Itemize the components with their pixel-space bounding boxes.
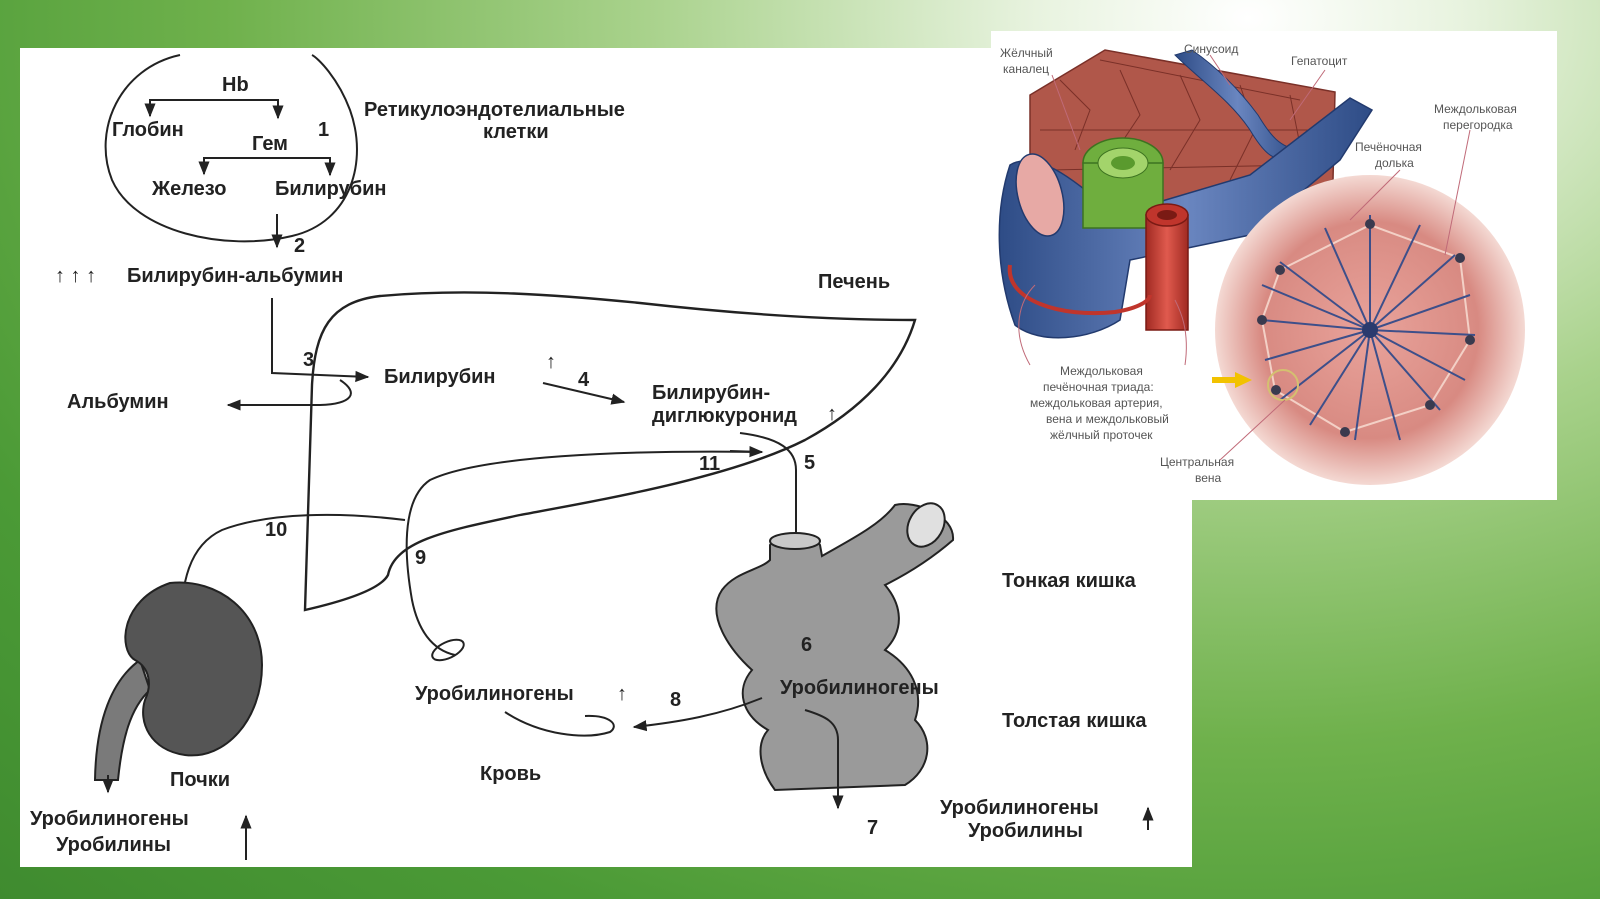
bilirubin-diglucuronide-line2: диглюкуронид — [652, 405, 797, 427]
step-8-number: 8 — [670, 689, 681, 711]
step-7-arrow — [804, 709, 844, 810]
step-7-number: 7 — [867, 817, 878, 839]
hepatic-artery-lumen — [1157, 210, 1177, 220]
septum-label-1: Междольковая — [1434, 102, 1517, 116]
inset-leader-lines — [1018, 54, 1471, 461]
lobule-radial-sinusoids — [1261, 215, 1476, 441]
heme-label: Гем — [252, 133, 288, 155]
blood-loop-coil — [504, 711, 615, 737]
heme-split-line — [203, 157, 336, 177]
urine-urobilins-label: Уробилины — [56, 834, 171, 856]
kidney-shape — [124, 581, 264, 757]
step-10-number: 10 — [265, 519, 287, 541]
hb-split-line — [149, 99, 284, 120]
triad-label-2: печёночная триада: — [1043, 380, 1154, 394]
duodenum-opening — [769, 532, 821, 550]
portal-triads — [1257, 219, 1475, 437]
lobule-label-1: Печёночная — [1355, 140, 1422, 154]
urine-urobilinogens-label: Уробилиногены — [30, 808, 189, 830]
albumin-label: Альбумин — [67, 391, 169, 413]
bilirubin-diglucuronide-up-arrow: ↑ — [827, 403, 837, 425]
step-5-arrow — [739, 432, 802, 574]
rec-title-line2: клетки — [483, 121, 549, 143]
feces-urobilinogens-label: Уробилиногены — [940, 797, 1099, 819]
hb-label: Hb — [222, 74, 249, 96]
rec-title-line1: Ретикулоэндотелиальные — [364, 99, 625, 121]
triad-label-3: междольковая артерия, — [1030, 396, 1163, 410]
step-11-number: 11 — [699, 453, 720, 475]
small-intestine-label: Тонкая кишка — [1002, 570, 1137, 592]
yellow-pointer-arrow — [1212, 372, 1252, 388]
step-4-arrow — [542, 382, 626, 405]
bile-canaliculus-label-1: Жёлчный — [1000, 46, 1053, 60]
central-vein-label-2: вена — [1195, 471, 1222, 485]
triad-label-5: жёлчный проточек — [1050, 428, 1153, 442]
liver-outline — [303, 291, 917, 612]
iron-label: Железо — [151, 178, 226, 200]
step-8-arrow — [632, 697, 763, 732]
triple-up-arrows: ↑ ↑ ↑ — [55, 265, 96, 287]
urobilinogens-blood-up-arrow: ↑ — [617, 683, 627, 705]
step-1-number: 1 — [318, 119, 329, 141]
step-11-and-9-loop — [405, 450, 763, 656]
globin-label: Глобин — [112, 119, 184, 141]
bilirubin-rec-label: Билирубин — [275, 178, 386, 200]
artery-branch-ring — [1007, 264, 1152, 316]
urobilinogens-gut-label: Уробилиногены — [780, 677, 939, 699]
step-3-number: 3 — [303, 349, 314, 371]
albumin-return-arrow — [226, 379, 352, 411]
bilirubin-albumin-label: Билирубин-альбумин — [127, 265, 343, 287]
reticuloendothelial-cell-outline — [104, 54, 358, 243]
blood-label: Кровь — [480, 763, 541, 785]
step-2-number: 2 — [294, 235, 305, 257]
bilirubin-liver-label: Билирубин — [384, 366, 495, 388]
vein-lumen — [1015, 153, 1065, 237]
bilirubin-liver-up-arrow: ↑ — [546, 351, 556, 373]
step-11-arrowhead — [729, 446, 764, 458]
liver-lobule-illustration — [998, 49, 1525, 485]
urobilinogens-blood-label: Уробилиногены — [415, 683, 574, 705]
step-6-number: 6 — [801, 634, 812, 656]
step-5-number: 5 — [804, 452, 815, 474]
triad-highlight-circle — [1267, 369, 1299, 401]
liver-label: Печень — [818, 271, 890, 293]
bile-duct-core — [1111, 156, 1135, 170]
intestine-shape — [715, 503, 955, 792]
lobule-label-2: долька — [1375, 156, 1414, 170]
portal-loop-coil — [431, 638, 465, 662]
sinusoid-label: Синусоид — [1184, 42, 1238, 56]
feces-urobilins-label: Уробилины — [968, 820, 1083, 842]
step-9-number: 9 — [415, 547, 426, 569]
ureter-shape — [93, 658, 152, 781]
kidneys-label: Почки — [170, 769, 230, 791]
central-vein-label-1: Центральная — [1160, 455, 1234, 469]
central-vein — [1362, 322, 1378, 338]
bile-canaliculus-label-2: каналец — [1003, 62, 1049, 76]
triad-label-1: Междольковая — [1060, 364, 1143, 378]
bilirubin-diglucuronide-line1: Билирубин- — [652, 382, 770, 404]
intestine-end-opening — [906, 502, 946, 548]
triad-label-4: вена и междольковый — [1046, 412, 1169, 426]
septum-label-2: перегородка — [1443, 118, 1513, 132]
step-4-number: 4 — [578, 369, 590, 391]
hepatocyte-label: Гепатоцит — [1291, 54, 1348, 68]
hepatic-artery — [1145, 214, 1189, 331]
step-3-arrow — [271, 298, 370, 383]
large-intestine-label: Толстая кишка — [1002, 710, 1147, 732]
